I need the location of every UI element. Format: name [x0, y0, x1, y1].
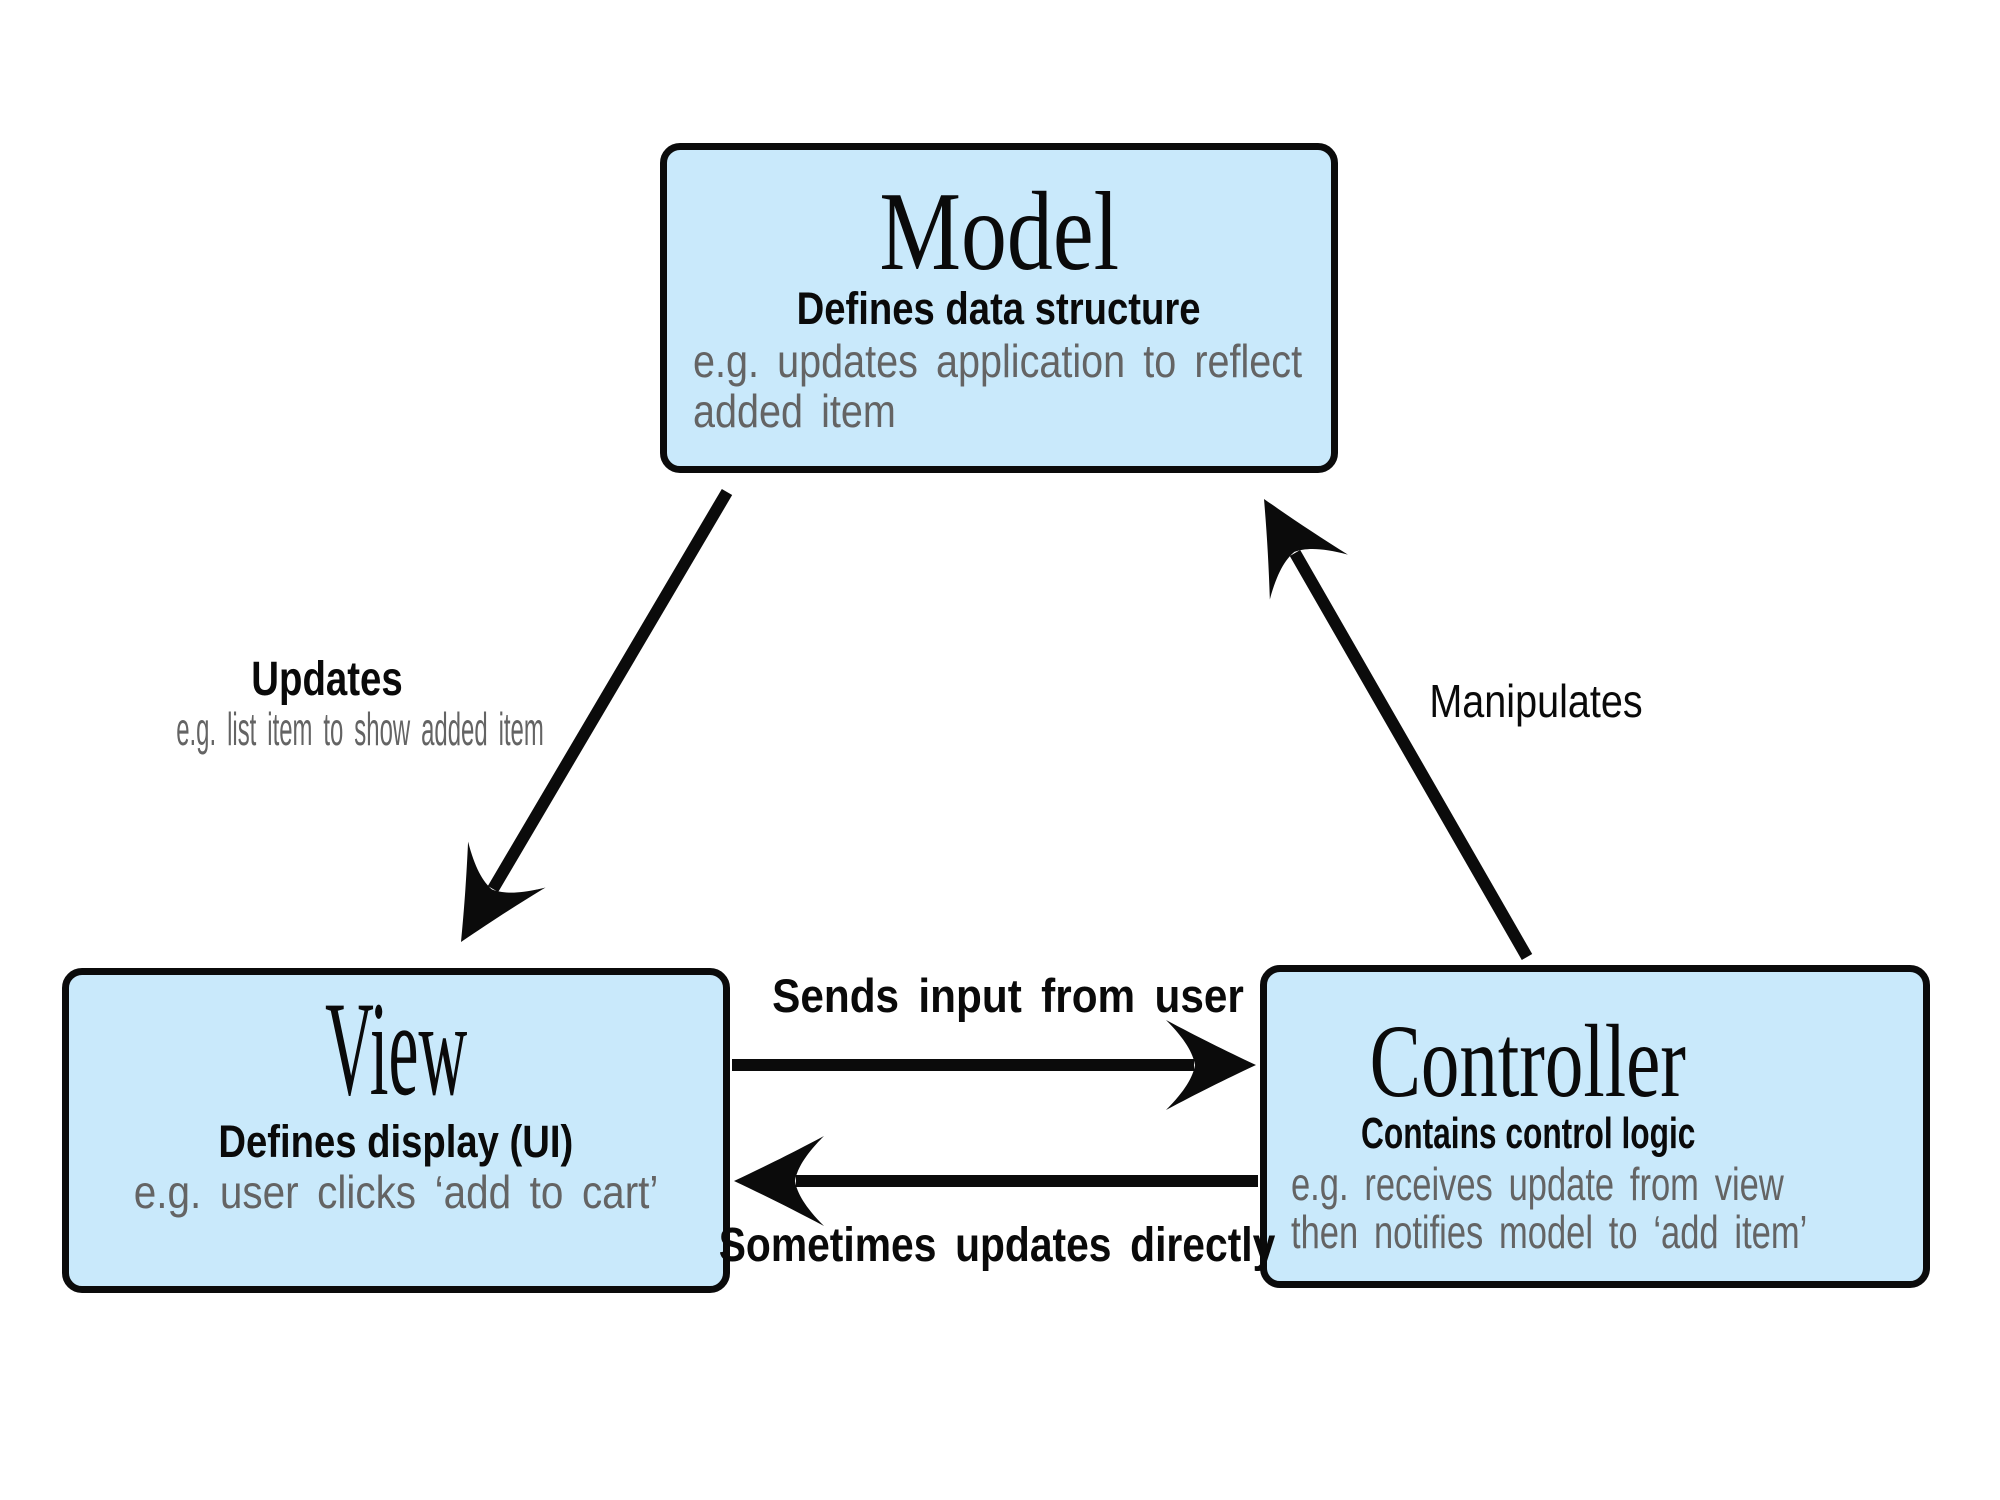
arrow-model-to-view-shaft [487, 488, 733, 893]
controller-title: Controller [1291, 1004, 1765, 1119]
manipulates-edge-label: Manipulates [1429, 675, 1643, 727]
arrow-model-to-view [422, 488, 733, 965]
model-subtitle: Defines data structure [797, 283, 1201, 334]
model-node: Model Defines data structure e.g. update… [660, 143, 1338, 473]
model-example-line: e.g. updates application to reflect [693, 335, 1303, 387]
view-subtitle: Defines display (UI) [218, 1116, 574, 1167]
arrow-controller-to-model [1224, 476, 1533, 960]
updates-edge-sublabel: e.g. list item to show added item [176, 703, 544, 755]
model-title-text: Model [879, 170, 1119, 294]
controller-example: e.g. receives update from view then noti… [1291, 1160, 1807, 1256]
arrow-model-to-view-head [422, 841, 546, 965]
model-example: e.g. updates application to reflect adde… [693, 336, 1305, 436]
sends-input-edge-label: Sends input from user [772, 969, 1244, 1022]
view-title-text: View [324, 975, 468, 1124]
view-title: View [89, 975, 703, 1124]
sometimes-updates-edge-label: Sometimes updates directly [718, 1219, 1276, 1272]
arrow-controller-to-model-head [1224, 476, 1348, 600]
updates-edge-label: Updates [251, 653, 403, 706]
controller-title-text: Controller [1369, 1004, 1687, 1119]
arrow-controller-to-model-shaft [1289, 550, 1533, 960]
controller-example-line: then notifies model to ‘add item’ [1291, 1206, 1808, 1258]
controller-subtitle: Contains control logic [1360, 1109, 1696, 1158]
controller-node: Controller Contains control logic e.g. r… [1260, 965, 1930, 1288]
controller-example-line: e.g. receives update from view [1291, 1158, 1784, 1210]
view-example-line: e.g. user clicks ‘add to cart’ [133, 1166, 659, 1218]
model-example-line: added item [693, 385, 896, 437]
model-title: Model [693, 170, 1305, 294]
arrow-controller-to-view [734, 1136, 1258, 1226]
view-example: e.g. user clicks ‘add to cart’ [89, 1167, 703, 1217]
view-node: View Defines display (UI) e.g. user clic… [62, 968, 730, 1293]
arrow-view-to-controller [732, 1020, 1256, 1110]
